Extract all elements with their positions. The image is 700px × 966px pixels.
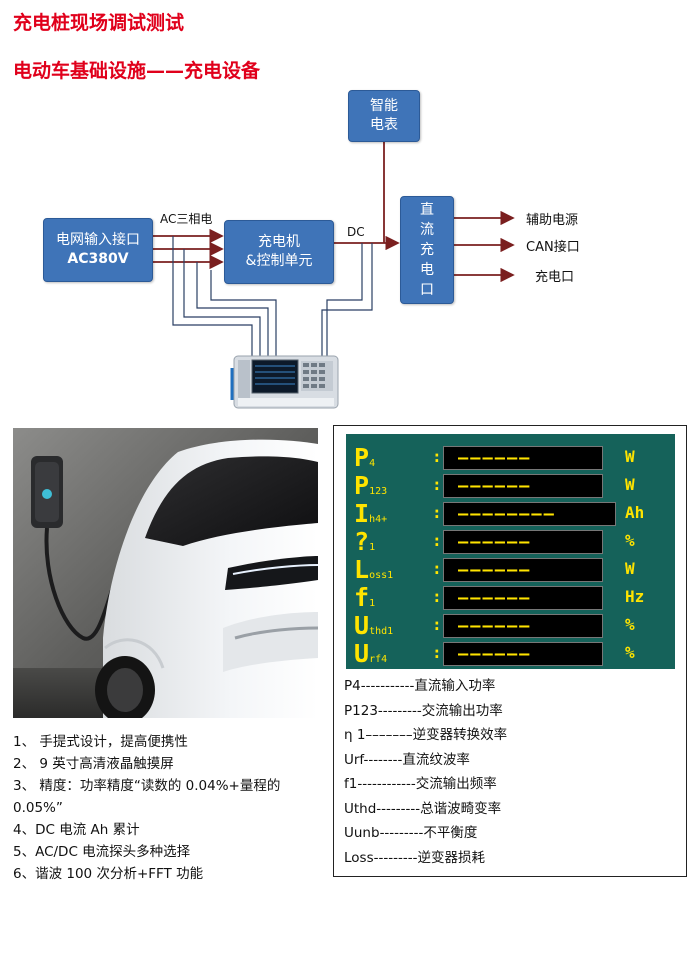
feature-item: 5、AC/DC 电流探头多种选择 <box>13 844 191 860</box>
legend-item: P4-----------直流输入功率 <box>344 678 496 694</box>
lcd-value-field: –––––– <box>443 558 603 582</box>
legend-item: f1------------交流输出频率 <box>344 776 497 792</box>
lcd-value-field: –––––– <box>443 474 603 498</box>
output-charge-port: 充电口 <box>535 270 575 285</box>
feature-list: 1、 手提式设计，提高便携性 2、 9 英寸高清液晶触摸屏 3、 精度：功率精度… <box>13 731 280 885</box>
smart-meter-box: 智能 电表 <box>348 90 420 142</box>
lcd-row: Uthd1 : –––––– % <box>354 611 635 640</box>
lcd-value-field: –––––– <box>443 586 603 610</box>
lcd-row: P123 : –––––– W <box>354 471 635 500</box>
lcd-row: Urf4 : –––––– % <box>354 639 635 668</box>
measurement-panel: P4 : –––––– W P123 : –––––– W Ih4+ : –––… <box>333 425 687 877</box>
output-can: CAN接口 <box>526 240 580 255</box>
output-aux-power: 辅助电源 <box>526 213 579 228</box>
lcd-row: P4 : –––––– W <box>354 443 635 472</box>
charger-control-box: 充电机 &控制单元 <box>224 220 334 284</box>
legend-item: Loss---------逆变器损耗 <box>344 849 485 866</box>
feature-item: 0.05%” <box>13 800 63 816</box>
lcd-value-field: –––––– <box>443 642 603 666</box>
feature-item: 2、 9 英寸高清液晶触摸屏 <box>13 756 174 772</box>
dc-charge-port-box: 直 流 充 电 口 <box>400 196 454 304</box>
legend-item: Uthd---------总谐波畸变率 <box>344 800 502 817</box>
lcd-value-field: –––––– <box>443 614 603 638</box>
lcd-value-field: –––––– <box>443 530 603 554</box>
legend-item: P123---------交流输出功率 <box>344 702 503 719</box>
page-subtitle: 电动车基础设施——充电设备 <box>13 60 261 82</box>
ev-charging-photo <box>13 428 318 718</box>
legend-item: Uunb---------不平衡度 <box>344 825 478 841</box>
lcd-row: Loss1 : –––––– W <box>354 555 635 584</box>
lcd-row: f1 : –––––– Hz <box>354 583 645 612</box>
legend-item: Urf--------直流纹波率 <box>344 751 470 768</box>
dc-label: DC <box>347 225 365 239</box>
lcd-display: P4 : –––––– W P123 : –––––– W Ih4+ : –––… <box>346 434 675 669</box>
parameter-legend: P4-----------直流输入功率 P123---------交流输出功率 … <box>344 674 507 870</box>
lcd-value-field: –––––– <box>443 446 603 470</box>
ac-label: AC三相电 <box>160 212 213 226</box>
feature-item: 1、 手提式设计，提高便携性 <box>13 734 188 750</box>
lcd-row: Ih4+ : –––––––– Ah <box>354 499 645 528</box>
lcd-value-field: –––––––– <box>443 502 616 526</box>
feature-item: 6、谐波 100 次分析+FFT 功能 <box>13 866 204 882</box>
feature-item: 3、 精度：功率精度“读数的 0.04%+量程的 <box>13 778 281 794</box>
power-analyzer-device <box>230 355 339 409</box>
grid-input-box: 电网输入接口 AC380V <box>43 218 153 282</box>
wiring-diagram <box>152 142 515 409</box>
page-title: 充电桩现场调试测试 <box>13 12 185 34</box>
legend-item: η 1–––––––逆变器转换效率 <box>344 727 508 743</box>
feature-item: 4、DC 电流 Ah 累计 <box>13 822 140 838</box>
lcd-row: ?1 : –––––– % <box>354 527 635 556</box>
